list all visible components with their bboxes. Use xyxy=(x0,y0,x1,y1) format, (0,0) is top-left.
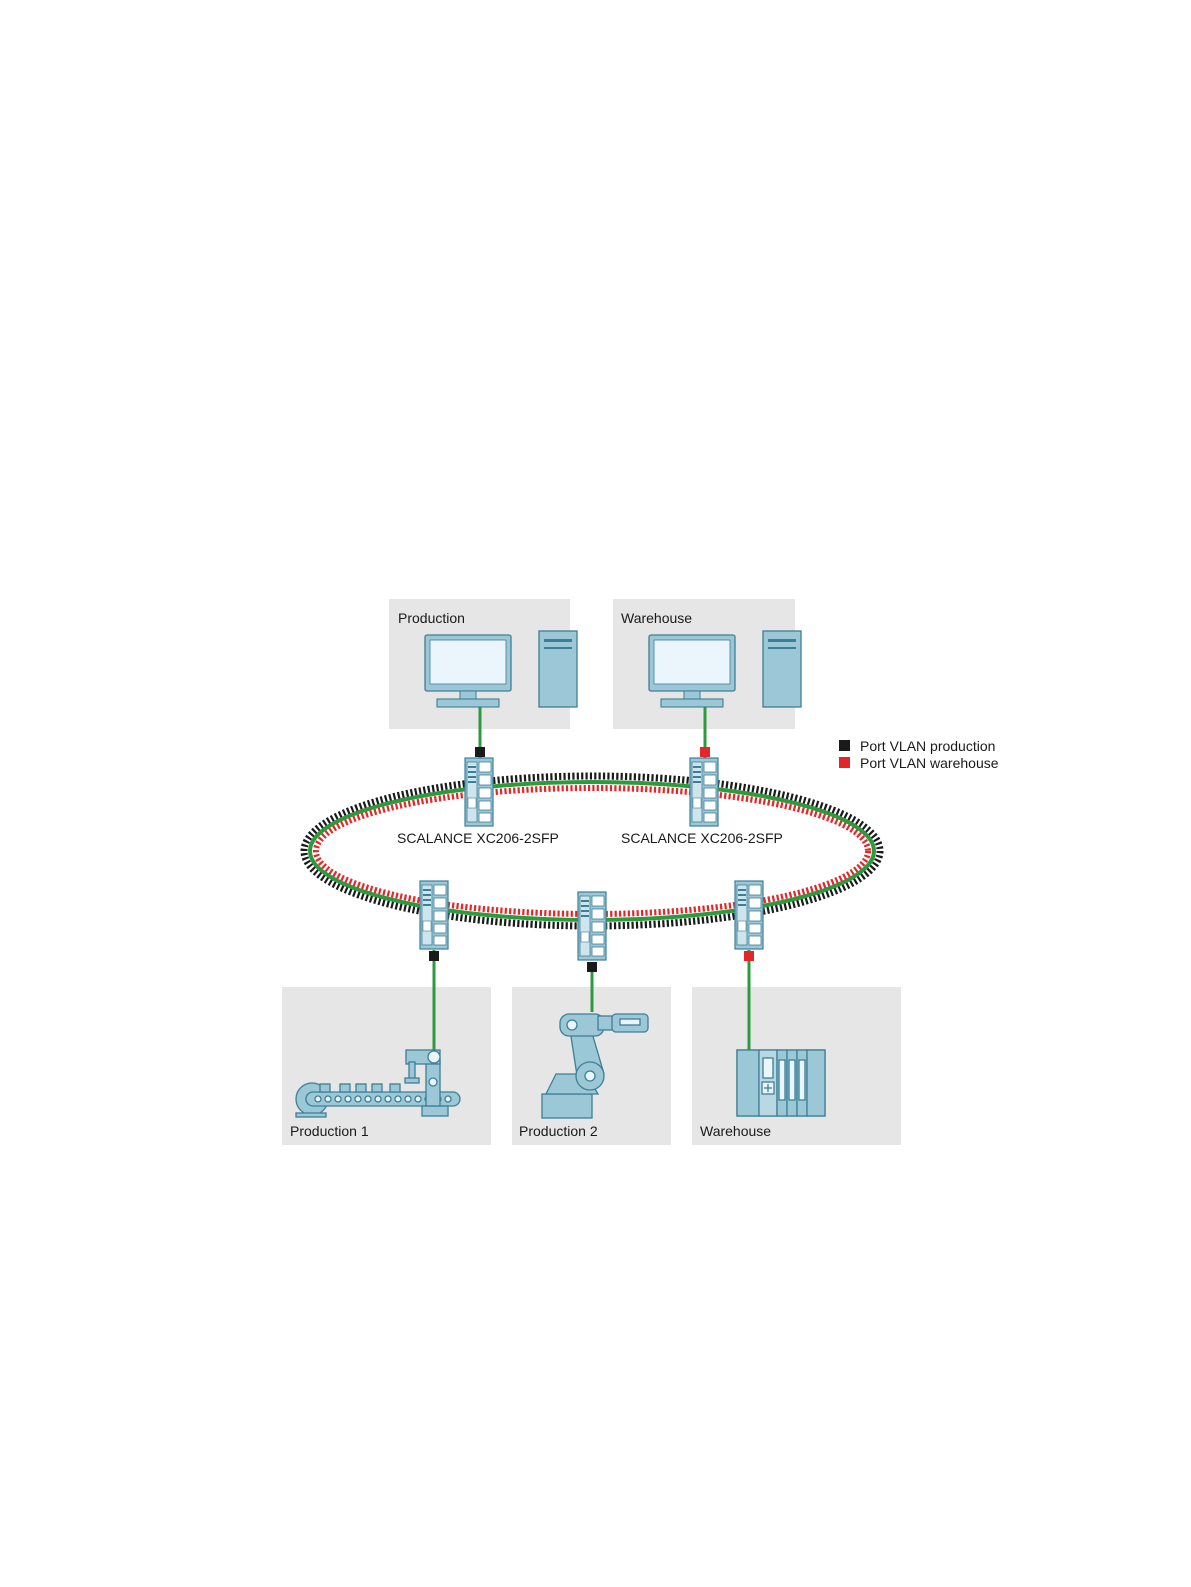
port-vlan-production-marker xyxy=(587,962,597,972)
port-vlan-production-marker xyxy=(475,747,485,757)
port-vlan-warehouse-marker xyxy=(700,747,710,757)
switch-icon xyxy=(420,881,448,949)
legend-warehouse-label: Port VLAN warehouse xyxy=(860,755,999,771)
switch-left-label: SCALANCE XC206-2SFP xyxy=(397,830,559,846)
production-pc-label: Production xyxy=(398,610,465,626)
plc-icon xyxy=(737,1050,825,1116)
switch-right-label: SCALANCE XC206-2SFP xyxy=(621,830,783,846)
production-1-label: Production 1 xyxy=(290,1123,369,1139)
switch-icon xyxy=(690,758,718,826)
warehouse-plc-label: Warehouse xyxy=(700,1123,771,1139)
legend: Port VLAN production Port VLAN warehouse xyxy=(839,738,999,771)
legend-production-label: Port VLAN production xyxy=(860,738,995,754)
legend-production-swatch xyxy=(839,740,850,751)
legend-warehouse-swatch xyxy=(839,757,850,768)
switch-icon xyxy=(735,881,763,949)
warehouse-pc-label: Warehouse xyxy=(621,610,692,626)
switch-icon xyxy=(465,758,493,826)
production-1-panel xyxy=(282,987,491,1145)
production-2-label: Production 2 xyxy=(519,1123,598,1139)
switch-icon xyxy=(578,892,606,960)
port-vlan-production-marker xyxy=(429,951,439,961)
port-vlan-warehouse-marker xyxy=(744,951,754,961)
